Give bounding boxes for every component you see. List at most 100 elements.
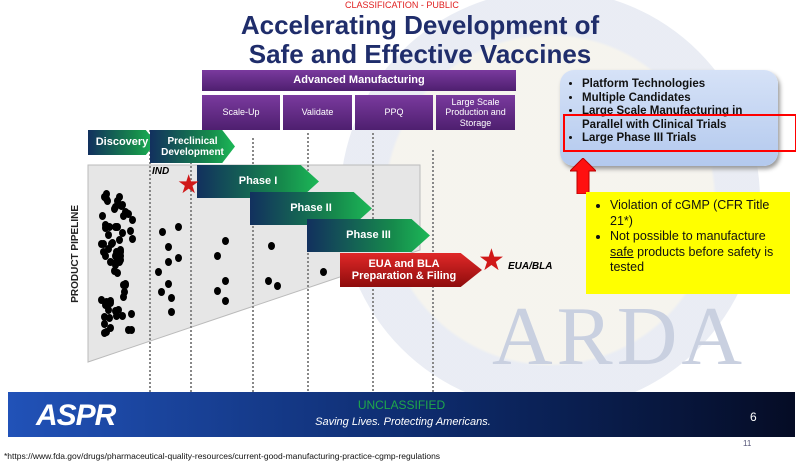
stage-discovery: Discovery [88,130,156,155]
advanced-manufacturing-header: Advanced Manufacturing [202,70,516,91]
strategy-item: Large Phase III Trials [582,132,778,146]
candidate-dot [222,277,229,285]
unclassified-label: UNCLASSIFIED [357,398,446,412]
candidate-dot [222,237,229,245]
warning-underlined: safe [610,244,634,259]
divider-line [190,130,192,392]
candidate-dot [121,279,129,288]
eua-bla-label: EUA/BLA [508,261,553,272]
warning-text: products before safety is tested [610,244,774,275]
stage-phase-3: Phase III [307,219,430,252]
strategy-item: Platform Technologies [582,78,778,92]
warning-text: Not possible to manufacture [610,229,766,243]
candidate-dot [108,240,116,249]
candidate-dot [115,236,123,245]
stage-preclinical: Preclinical Development [150,130,235,163]
step-ppq: PPQ [355,95,433,130]
strategy-item: Multiple Candidates [582,92,778,106]
warning-item: Not possible to manufacture safe product… [610,229,784,276]
classification-label: CLASSIFICATION - PUBLIC [345,0,459,10]
candidate-dot [113,197,121,206]
candidate-dot [117,246,125,255]
red-up-arrow-icon [570,158,596,194]
candidate-dot [128,235,136,244]
candidate-dot [105,306,113,315]
step-scale-up: Scale-Up [202,95,280,130]
candidate-dot [222,297,229,305]
candidate-dot [113,248,121,257]
candidate-dot [159,228,166,236]
aspr-logo: ASPR [36,399,116,432]
candidate-dot [105,231,113,240]
candidate-dot [274,282,281,290]
candidate-dot [106,297,114,306]
candidate-dot [127,310,135,319]
candidate-dot [168,308,175,316]
candidate-dot [158,288,165,296]
candidate-dot [102,301,109,310]
candidate-dot [111,267,119,276]
candidate-dot [100,239,108,248]
candidate-dot [268,242,275,250]
step-validate: Validate [283,95,352,130]
candidate-dot [128,216,136,225]
candidate-dot [119,293,127,302]
warning-item: Violation of cGMP (CFR Title 21*) [610,198,784,229]
candidate-dot [165,243,172,251]
candidate-dot [265,277,272,285]
divider-line [307,133,309,395]
candidate-dot [125,325,133,334]
candidate-dot [106,323,114,332]
tagline: Saving Lives. Protecting Americans. [315,416,491,428]
candidate-dot [104,245,112,254]
candidate-dot [112,259,120,268]
divider-line [252,138,254,400]
candidate-dot [112,312,120,321]
candidate-dot [103,190,111,199]
candidate-dot [100,319,108,328]
candidate-dot [99,247,107,256]
ind-label: IND [152,166,170,177]
candidate-dot [214,252,221,260]
candidate-dot [110,205,118,214]
slide: Accelerating Development of Safe and Eff… [0,0,796,440]
footnote-link[interactable]: *https://www.fda.gov/drugs/pharmaceutica… [4,451,441,461]
ind-star-icon: ★ [177,169,201,199]
candidate-dot [100,328,108,337]
candidate-dot [320,268,327,276]
candidate-dot [175,254,182,262]
candidate-dot [126,227,134,236]
candidate-dot [123,209,131,218]
eua-star-icon: ★ [478,244,505,277]
stage-eua-bla: EUA and BLA Preparation & Filing [340,253,482,287]
candidate-dot [115,306,123,315]
candidate-dot [106,223,114,232]
watermark-text: ARDA [492,290,747,383]
candidate-dot [105,313,113,322]
candidate-dot [98,295,106,304]
candidate-dot [100,313,108,322]
step-large-scale: Large Scale Production and Storage [436,95,515,130]
candidate-dot [119,212,127,221]
divider-line [149,130,151,392]
candidate-dot [119,311,127,320]
product-pipeline-label: PRODUCT PIPELINE [70,205,81,303]
candidate-dot [155,268,162,276]
candidate-dot [168,294,175,302]
page-number: 11 [743,439,752,448]
candidate-dot [113,223,121,232]
candidate-dot [98,211,106,220]
candidate-dot [102,221,110,230]
candidate-dot [116,255,124,264]
candidate-dot [175,223,182,231]
warning-note: Violation of cGMP (CFR Title 21*) Not po… [586,192,790,294]
candidate-dot [119,229,127,238]
title-line-2: Safe and Effective Vaccines [248,39,592,69]
footer-bar: ASPR UNCLASSIFIED Saving Lives. Protecti… [8,392,795,437]
candidate-dot [120,287,128,296]
candidate-dot [214,287,221,295]
highlight-rectangle [563,114,796,152]
candidate-dot [101,252,109,261]
title-line-1: Accelerating Development of [240,10,600,40]
candidate-dot [117,202,125,211]
